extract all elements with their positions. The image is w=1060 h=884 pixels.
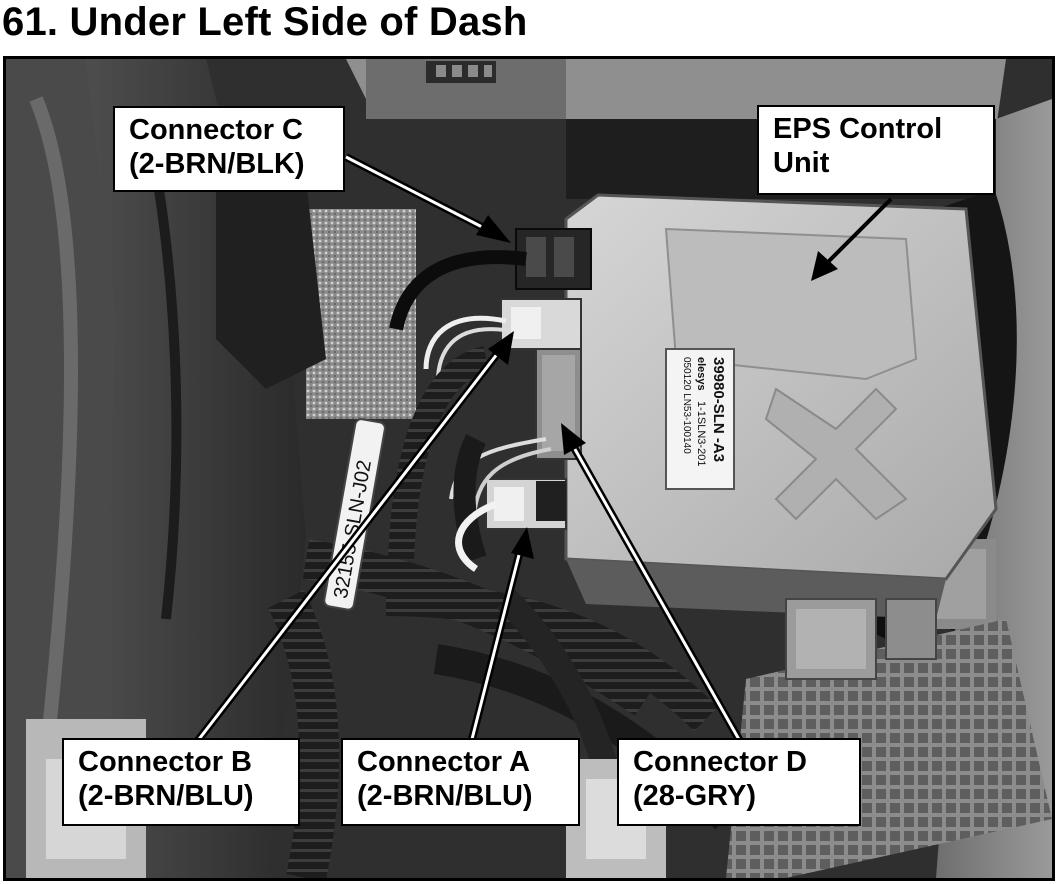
callout-connector-b-name: Connector B [78, 746, 252, 778]
callout-connector-d-wire: (28-GRY) [633, 780, 756, 812]
callout-connector-d: Connector D (28-GRY) [617, 738, 861, 826]
maker-text: elesys [695, 357, 707, 391]
callout-eps-line2: Unit [773, 147, 830, 179]
callout-arrows [192, 153, 893, 746]
lot-line-text: 050120 LN53-100140 [681, 357, 692, 454]
callout-connector-c-name: Connector C [129, 114, 303, 146]
callout-connector-a: Connector A (2-BRN/BLU) [341, 738, 580, 826]
callout-connector-b-wire: (2-BRN/BLU) [78, 780, 254, 812]
callout-connector-b: Connector B (2-BRN/BLU) [62, 738, 300, 826]
connectors [485, 228, 592, 530]
part-number-text: 39980-SLN -A3 [710, 357, 727, 462]
callout-connector-d-name: Connector D [633, 746, 807, 778]
callout-eps-control-unit: EPS Control Unit [757, 105, 995, 195]
part-label-sticker [665, 348, 735, 490]
code-line-text: 1-1SLN3-201 [695, 401, 707, 466]
callout-connector-c-wire: (2-BRN/BLK) [129, 148, 305, 180]
callout-connector-a-wire: (2-BRN/BLU) [357, 780, 533, 812]
page-title: 61. Under Left Side of Dash [2, 0, 528, 44]
callout-eps-line1: EPS Control [773, 113, 943, 145]
callout-connector-c: Connector C (2-BRN/BLK) [113, 106, 345, 192]
left-kick-panel [6, 59, 306, 878]
callout-connector-a-name: Connector A [357, 746, 530, 778]
